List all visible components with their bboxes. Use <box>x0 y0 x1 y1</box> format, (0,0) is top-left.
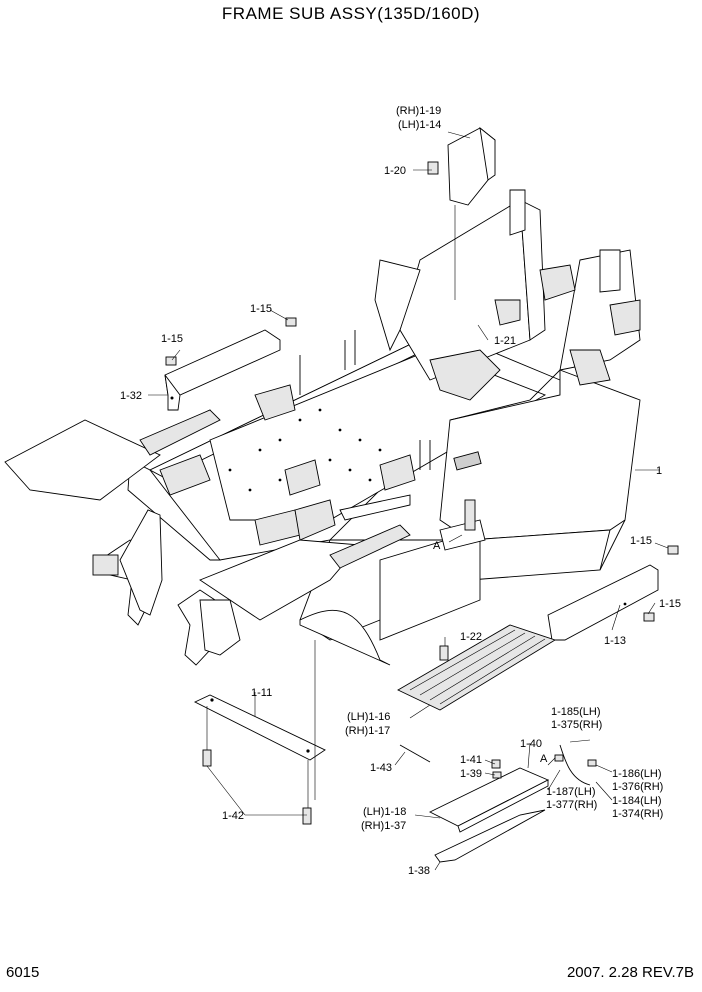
label-1-184: 1-184(LH) <box>612 795 662 807</box>
label-1-40: 1-40 <box>520 738 542 750</box>
part-rod-1-43 <box>399 744 431 763</box>
part-labels: (RH)1-19 (LH)1-14 1-20 1-15 1-15 1-21 1-… <box>120 105 681 877</box>
page-number: 6015 <box>6 964 40 981</box>
label-1-41: 1-41 <box>460 754 482 766</box>
label-1-15-d: 1-15 <box>659 598 681 610</box>
label-1-375: 1-375(RH) <box>551 719 602 731</box>
part-plate-1-11 <box>193 694 326 825</box>
part-cover-1-18 <box>428 767 550 863</box>
label-1-187: 1-187(LH) <box>546 786 596 798</box>
label-1-15-c: 1-15 <box>630 535 652 547</box>
label-1-15-a: 1-15 <box>250 303 272 315</box>
page-title: FRAME SUB ASSY(135D/160D) <box>221 4 481 23</box>
label-1-374: 1-374(RH) <box>612 808 663 820</box>
label-lh-1-16: (LH)1-16 <box>347 711 390 723</box>
label-1-39: 1-39 <box>460 768 482 780</box>
main-frame <box>4 189 641 666</box>
label-1-377: 1-377(RH) <box>546 799 597 811</box>
part-cover-1-14 <box>427 126 496 300</box>
leader-lines <box>148 131 669 871</box>
label-ref-a-2: A <box>540 753 548 765</box>
label-1-376: 1-376(RH) <box>612 781 663 793</box>
label-1-42: 1-42 <box>222 810 244 822</box>
label-1-21: 1-21 <box>494 335 516 347</box>
part-step-1-16 <box>397 624 557 711</box>
revision-date: 2007. 2.28 REV.7B <box>566 964 694 981</box>
label-rh-1-17: (RH)1-17 <box>345 725 390 737</box>
label-1-43: 1-43 <box>370 762 392 774</box>
label-lh-1-14: (LH)1-14 <box>398 119 441 131</box>
label-rh-1-19: (RH)1-19 <box>396 105 441 117</box>
label-1-185: 1-185(LH) <box>551 706 601 718</box>
label-1-186: 1-186(LH) <box>612 768 662 780</box>
label-1-11: 1-11 <box>251 687 272 699</box>
label-1-32: 1-32 <box>120 390 142 402</box>
label-1-20: 1-20 <box>384 165 406 177</box>
label-rh-1-37: (RH)1-37 <box>361 820 406 832</box>
part-latch <box>464 499 476 531</box>
part-channel-1-32 <box>164 317 297 411</box>
label-1-13: 1-13 <box>604 635 626 647</box>
label-lh-1-18: (LH)1-18 <box>363 806 406 818</box>
label-ref-a-1: A <box>433 540 441 552</box>
label-1: 1 <box>656 465 662 477</box>
part-hose-1-185 <box>491 739 597 786</box>
label-1-38: 1-38 <box>408 865 430 877</box>
label-1-22: 1-22 <box>460 631 482 643</box>
label-1-15-b: 1-15 <box>161 333 183 345</box>
